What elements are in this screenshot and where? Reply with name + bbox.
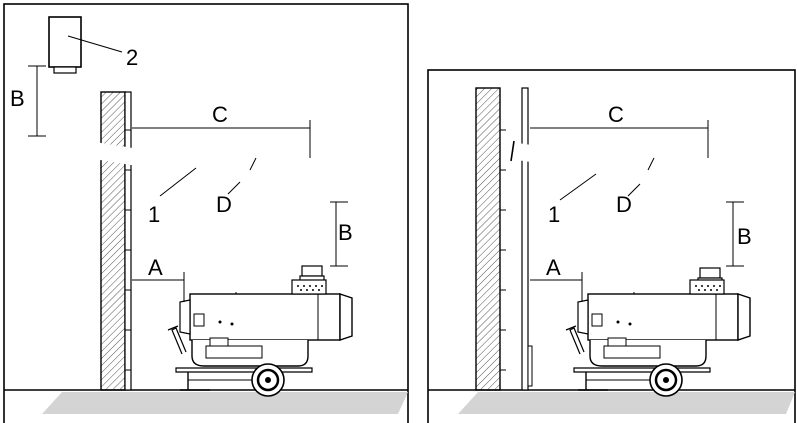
label-b-bottom-left: B <box>338 220 353 245</box>
label-duct-1-left: 1 <box>148 202 160 227</box>
left-panel-frame <box>3 3 409 423</box>
exhaust-box <box>48 16 82 74</box>
left-dim-b-top <box>28 65 46 137</box>
right-dim-c <box>530 120 709 158</box>
left-dim-c <box>132 120 311 158</box>
label-a-left: A <box>148 255 163 280</box>
label-d-right: D <box>616 192 632 217</box>
label-c-left: C <box>212 102 228 127</box>
label-d-left: D <box>216 192 232 217</box>
label-c-right: C <box>608 102 624 127</box>
right-heater <box>564 278 752 398</box>
label-b-right: B <box>737 224 752 249</box>
label-a-right: A <box>546 255 561 280</box>
label-part-2: 2 <box>126 45 138 70</box>
left-panel: 2 B C 1 D B A <box>3 3 409 423</box>
right-duct <box>510 140 723 295</box>
left-wall <box>100 91 132 391</box>
label-duct-1-right: 1 <box>548 202 560 227</box>
label-b-top: B <box>10 86 25 111</box>
left-leaders <box>67 35 257 197</box>
right-leaders <box>559 157 655 201</box>
left-floor <box>42 392 408 414</box>
left-dim-a <box>132 272 185 302</box>
left-heater <box>166 278 354 398</box>
right-wall <box>475 87 533 391</box>
right-panel: C 1 D B A <box>427 69 796 423</box>
right-floor <box>458 392 795 414</box>
right-dim-b <box>726 201 744 267</box>
right-panel-frame <box>427 69 796 423</box>
right-dim-a <box>530 272 583 302</box>
left-dim-b-bottom <box>330 201 348 267</box>
